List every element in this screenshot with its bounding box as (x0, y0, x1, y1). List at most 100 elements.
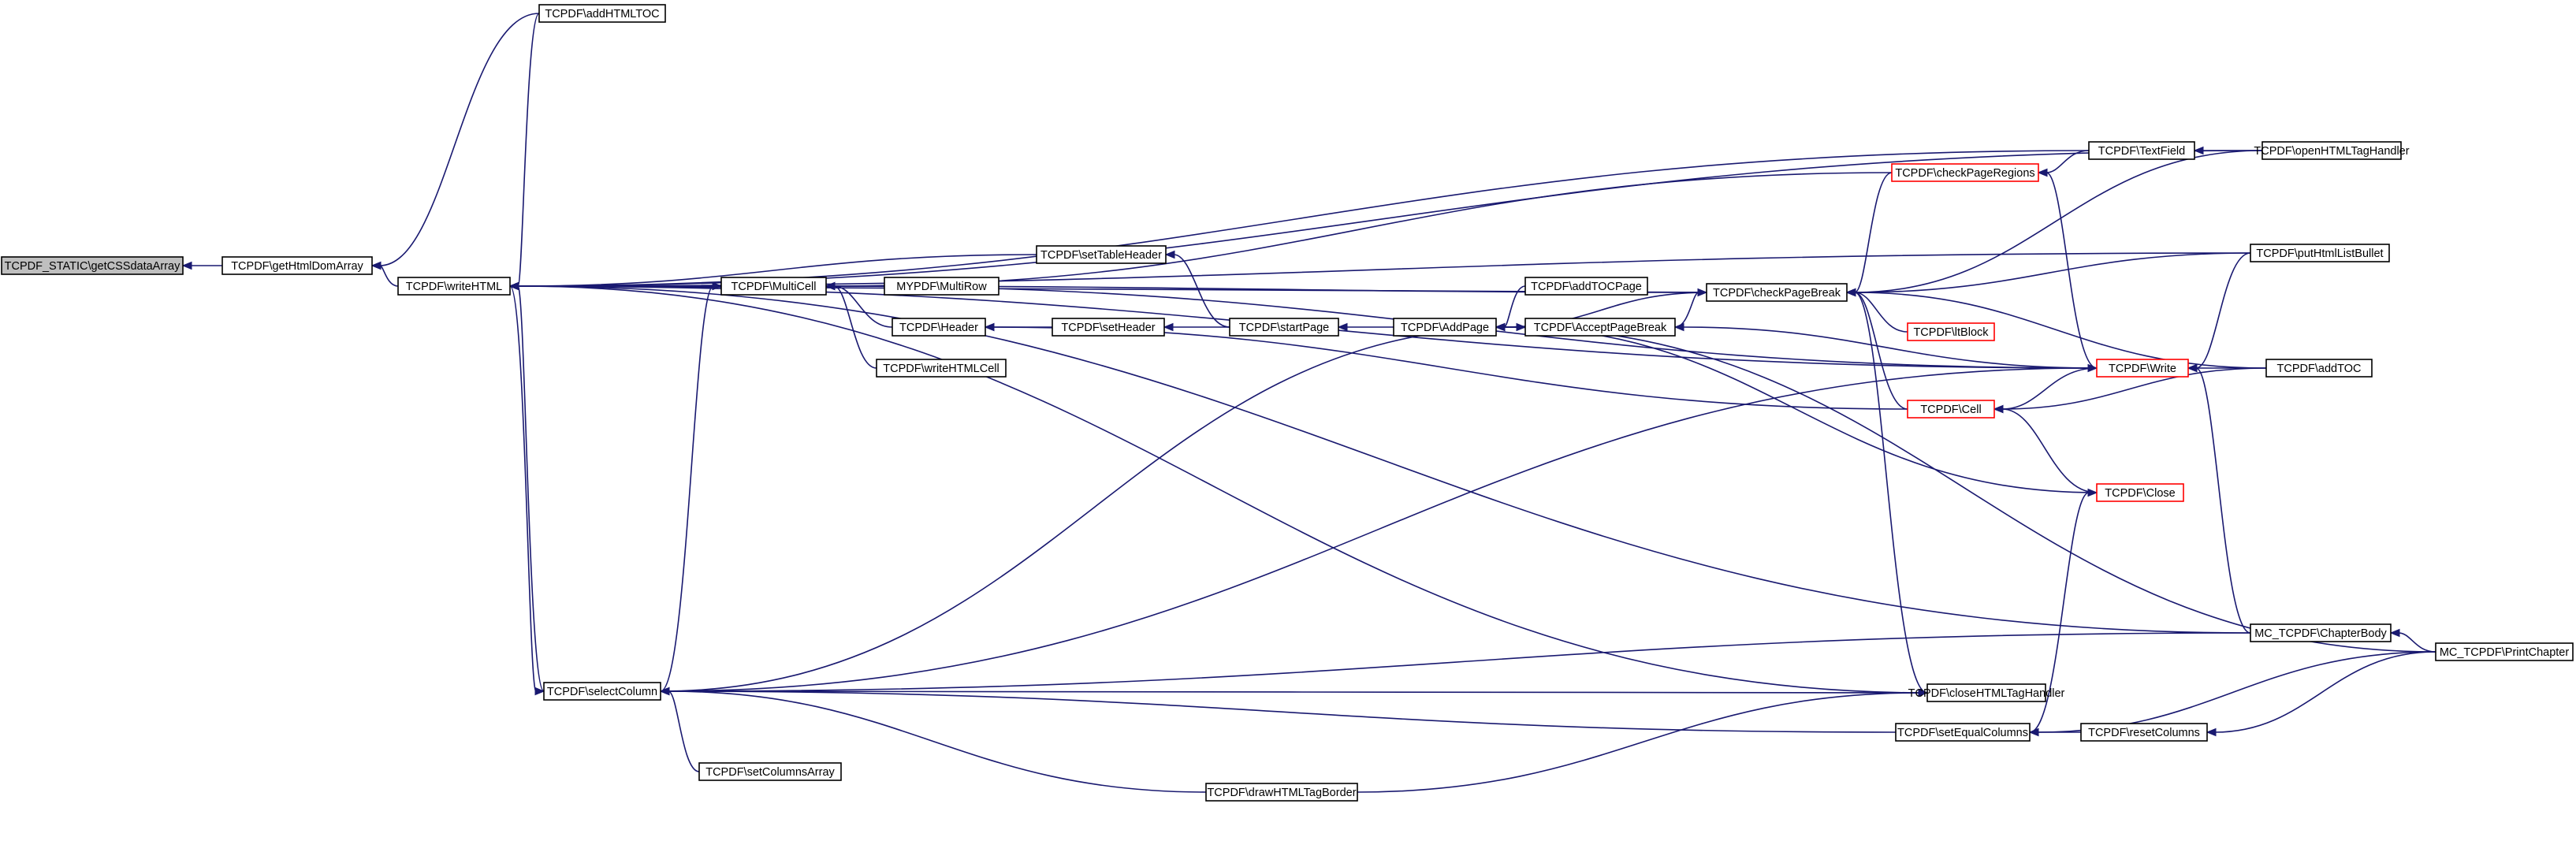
edge-arrowhead (825, 281, 836, 291)
edge-arrowhead (181, 261, 192, 270)
node-add-toc[interactable]: TCPDF\addTOC (2265, 359, 2373, 378)
node-label: TCPDF_STATIC\getCSSdataArray (5, 260, 181, 273)
node-text-field[interactable]: TCPDF\TextField (2088, 141, 2195, 160)
edge-addHTMLTOC-to-getHtmlDomArray (370, 13, 540, 270)
node-label: TCPDF\resetColumns (2088, 727, 2200, 739)
edge-addHTMLTOC-to-writeHTML (508, 13, 540, 291)
node-accept-page-break[interactable]: TCPDF\AcceptPageBreak (1524, 318, 1676, 337)
edge-line (2001, 367, 2267, 410)
node-label: TCPDF\setColumnsArray (705, 766, 835, 779)
edge-line (517, 285, 2251, 634)
node-write-html[interactable]: TCPDF\writeHTML (397, 277, 511, 296)
node-box (1393, 318, 1497, 337)
edge-arrowhead (1918, 688, 1929, 698)
edge-selectColumn-to-writeHTML (508, 281, 545, 692)
node-set-header[interactable]: TCPDF\setHeader (1052, 318, 1165, 337)
node-box (1907, 400, 1995, 419)
node-add-page[interactable]: TCPDF\AddPage (1393, 318, 1497, 337)
edge-setEqualColumns-to-selectColumn (659, 687, 1897, 733)
node-add-htmltoc[interactable]: TCPDF\addHTMLTOC (538, 4, 666, 23)
node-box (1, 256, 184, 275)
node-select-column[interactable]: TCPDF\selectColumn (543, 682, 661, 701)
edge-closeHTMLTagHandler-to-writeHTML (508, 281, 1928, 694)
node-label: TCPDF\checkPageBreak (1713, 287, 1841, 300)
node-multi-row[interactable]: MYPDF\MultiRow (884, 277, 1000, 296)
edge-arrowhead (2087, 363, 2098, 373)
node-label: TCPDF\Close (2105, 487, 2175, 500)
node-box (892, 318, 986, 337)
edge-line (833, 285, 877, 369)
node-set-table-header[interactable]: TCPDF\setTableHeader (1036, 245, 1167, 264)
node-cell[interactable]: TCPDF\Cell (1907, 400, 1995, 419)
node-draw-htmltag-border[interactable]: TCPDF\drawHTMLTagBorder (1205, 783, 1358, 802)
node-add-tocpage[interactable]: TCPDF\addTOCPage (1524, 277, 1648, 296)
node-put-html-list-bullet[interactable]: TCPDF\putHtmlListBullet (2250, 244, 2390, 262)
edge-line (833, 172, 1893, 287)
edge-checkPageRegions-to-checkPageBreak (1845, 172, 1893, 297)
edge-openHTMLTagHandler-to-TextField (2193, 146, 2262, 155)
node-header[interactable]: TCPDF\Header (892, 318, 986, 337)
node-label: TCPDF\addTOCPage (1531, 281, 1642, 293)
edge-line (2029, 492, 2090, 733)
edge-line (2214, 651, 2436, 733)
edge-line (1854, 292, 1908, 410)
node-set-equal-columns[interactable]: TCPDF\setEqualColumns (1895, 723, 2031, 742)
node-lf-block[interactable]: TCPDF\ltBlock (1907, 322, 1995, 341)
edge-getHtmlDomArray-to-getCSSdataArray (181, 261, 223, 270)
node-check-page-regions[interactable]: TCPDF\checkPageRegions (1891, 163, 2039, 182)
node-box (2080, 723, 2208, 742)
node-box (2261, 141, 2402, 160)
node-start-page[interactable]: TCPDF\startPage (1229, 318, 1339, 337)
node-label: MC_TCPDF\PrintChapter (2440, 646, 2570, 659)
edge-line (2195, 367, 2251, 634)
node-box (1229, 318, 1339, 337)
edge-line (2046, 150, 2090, 173)
node-print-chapter[interactable]: MC_TCPDF\PrintChapter (2435, 642, 2574, 661)
node-multi-cell[interactable]: TCPDF\MultiCell (720, 277, 827, 296)
node-box (1036, 245, 1167, 264)
edge-line (1674, 292, 1699, 328)
node-write[interactable]: TCPDF\Write (2096, 359, 2189, 378)
node-box (397, 277, 511, 296)
node-get-html-dom-array[interactable]: TCPDF\getHtmlDomArray (221, 256, 373, 275)
node-close-htmltag-handler[interactable]: TCPDF\closeHTMLTagHandler (1908, 683, 2065, 702)
node-box (2250, 244, 2390, 262)
node-open-htmltag-handler[interactable]: TCPDF\openHTMLTagHandler (2254, 141, 2410, 160)
node-box (884, 277, 1000, 296)
edge-line (668, 632, 2251, 692)
edge-line (2001, 408, 2098, 493)
edge-line (660, 326, 1518, 692)
node-box (221, 256, 373, 275)
node-label: TCPDF\AddPage (1401, 322, 1489, 334)
edge-line (379, 265, 399, 287)
node-chapter-body[interactable]: MC_TCPDF\ChapterBody (2250, 623, 2392, 642)
node-label: TCPDF\putHtmlListBullet (2256, 247, 2383, 260)
edge-setEqualColumns-to-Close (2029, 488, 2098, 733)
node-label: TCPDF\getHtmlDomArray (231, 260, 363, 273)
node-label: MC_TCPDF\ChapterBody (2254, 627, 2387, 640)
edge-line (517, 285, 545, 692)
node-set-columns-array[interactable]: TCPDF\setColumnsArray (698, 762, 842, 781)
node-reset-columns[interactable]: TCPDF\resetColumns (2080, 723, 2208, 742)
node-label: TCPDF\addTOC (2277, 363, 2362, 375)
edge-line (1503, 326, 2098, 493)
edge-Header-to-MultiCell (825, 281, 893, 328)
edge-arrowhead (370, 261, 382, 270)
node-check-page-break[interactable]: TCPDF\checkPageBreak (1706, 283, 1848, 302)
edge-arrowhead (1337, 322, 1348, 332)
edge-setColumnsArray-to-selectColumn (659, 687, 700, 772)
edge-closeHTMLTagHandler-to-selectColumn (659, 687, 1928, 696)
edge-writeHTML-to-selectColumn (509, 285, 545, 696)
edge-line (668, 690, 1897, 733)
node-box (1524, 277, 1648, 296)
node-write-htmlcell[interactable]: TCPDF\writeHTMLCell (876, 359, 1007, 378)
edge-line (668, 690, 1928, 694)
edge-line (1854, 292, 1908, 333)
node-box (2096, 359, 2189, 378)
node-box (1052, 318, 1165, 337)
edge-line (1854, 172, 1893, 293)
node-close[interactable]: TCPDF\Close (2096, 483, 2184, 502)
edge-line (2046, 172, 2098, 369)
node-box (2265, 359, 2373, 378)
edge-line (1854, 292, 1928, 694)
